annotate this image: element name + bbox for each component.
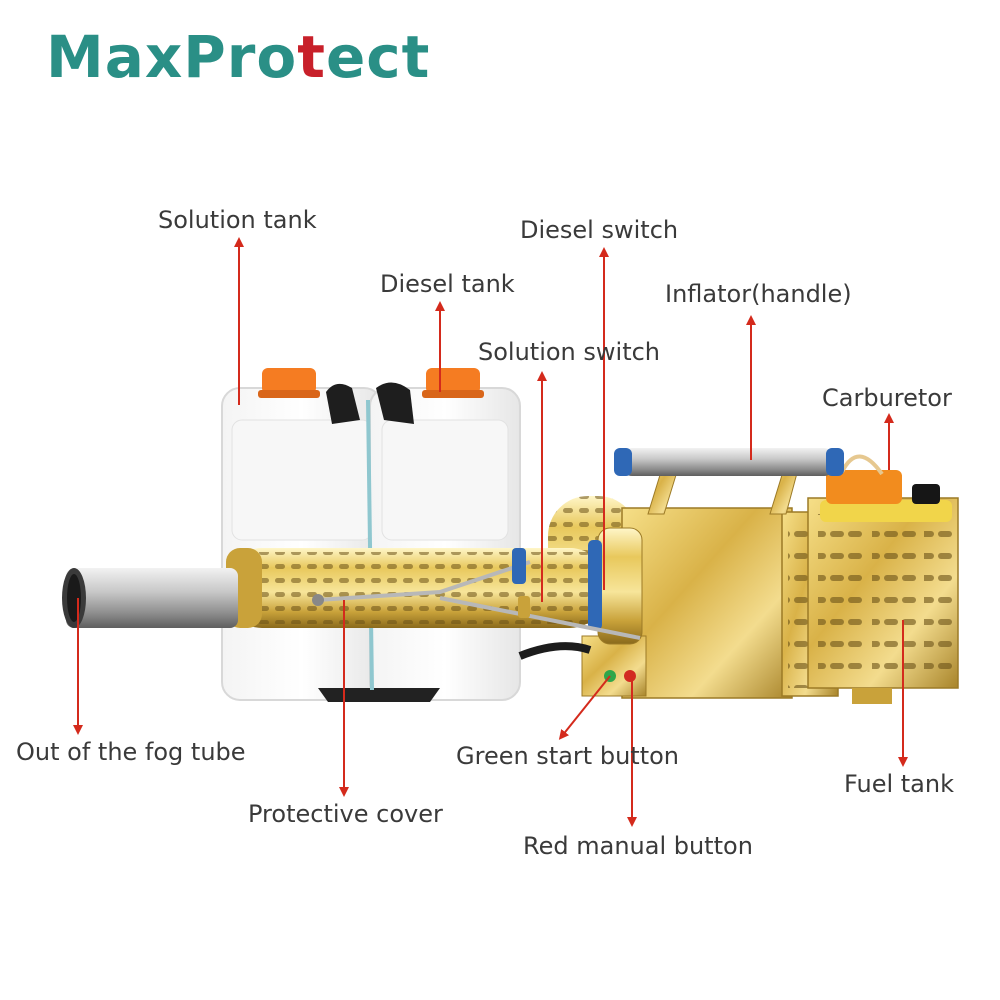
control-panel [581,635,647,697]
combustion-joint [588,527,643,645]
label-solution-tank: Solution tank [158,206,317,234]
solution-tank-cap [262,368,316,394]
label-fuel-tank: Fuel tank [844,770,954,798]
label-inflator-handle: Inflator(handle) [665,280,852,308]
carry-straps [318,382,440,702]
feed-pipes [312,548,641,640]
protective-cover [226,548,606,628]
arrow-green-start-button [558,675,611,740]
label-red-manual-button: Red manual button [523,832,753,860]
label-fog-tube: Out of the fog tube [16,738,246,766]
fog-tube-nozzle [62,568,238,628]
feed-hose [366,399,374,691]
fuel-tank-housing [807,497,959,704]
label-diesel-tank: Diesel tank [380,270,515,298]
fuel-cap [912,484,940,504]
label-green-start-button: Green start button [456,742,679,770]
red-manual-button [624,670,636,682]
black-hose [518,642,592,660]
label-solution-switch: Solution switch [478,338,661,366]
fuel-tank [820,484,952,522]
brand-logo: MaxProtect [46,23,431,91]
solution-switch-valve [512,548,526,584]
inflator-handle [614,448,844,515]
carburetor [826,454,902,504]
engine-housing [621,507,839,699]
callout-arrows [73,237,908,827]
label-carburetor: Carburetor [822,384,952,412]
label-protective-cover: Protective cover [248,800,443,828]
label-diesel-switch: Diesel switch [520,216,679,244]
